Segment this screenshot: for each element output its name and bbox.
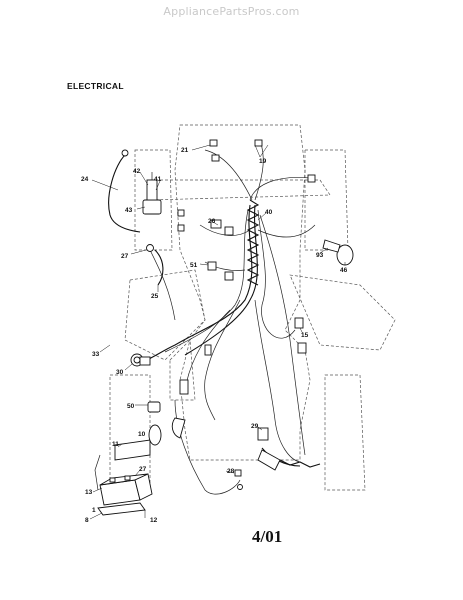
callout-11: 11	[112, 441, 119, 448]
callout-29: 29	[251, 423, 259, 430]
callout-46: 46	[340, 267, 348, 274]
callout-40: 40	[265, 209, 273, 216]
callout-41: 41	[154, 176, 162, 183]
bracket	[94, 439, 151, 491]
callout-24: 24	[81, 176, 89, 183]
callout-15: 15	[301, 332, 309, 339]
leader-lines	[89, 144, 346, 520]
wiring-harness	[139, 139, 321, 495]
callout-1: 1	[92, 507, 96, 514]
callout-10: 10	[138, 431, 146, 438]
callout-50: 50	[127, 403, 135, 410]
callout-42: 42	[133, 168, 141, 175]
ignition-switch	[130, 353, 151, 367]
callout-labels: 24 42 41 43 27 25 21 19 26 40 93 46 51 1…	[81, 147, 348, 524]
headlamp	[294, 239, 354, 354]
callout-30: 30	[116, 369, 124, 376]
diagram-title: ELECTRICAL	[67, 81, 124, 91]
callout-51: 51	[190, 262, 198, 269]
solenoid-cable	[154, 249, 164, 286]
callout-27-top: 27	[121, 253, 129, 260]
callout-93: 93	[316, 252, 324, 259]
callout-26: 26	[208, 218, 216, 225]
watermark-text: AppliancePartsPros.com	[163, 5, 300, 18]
callout-43: 43	[125, 207, 133, 214]
callout-12: 12	[150, 517, 158, 524]
switch-parts	[147, 344, 212, 446]
battery	[97, 473, 153, 516]
solenoid	[142, 172, 162, 252]
callout-8: 8	[85, 517, 89, 524]
callout-13: 13	[85, 489, 93, 496]
seat-switch	[234, 427, 281, 490]
ground-cable	[108, 149, 141, 233]
callout-27-bottom: 27	[139, 466, 147, 473]
callout-19: 19	[259, 158, 267, 165]
callout-25: 25	[151, 293, 159, 300]
callout-33: 33	[92, 351, 100, 358]
callout-28: 28	[227, 468, 235, 475]
revision-date: 4/01	[252, 527, 283, 546]
top-connectors	[177, 139, 316, 281]
callout-21: 21	[181, 147, 189, 154]
